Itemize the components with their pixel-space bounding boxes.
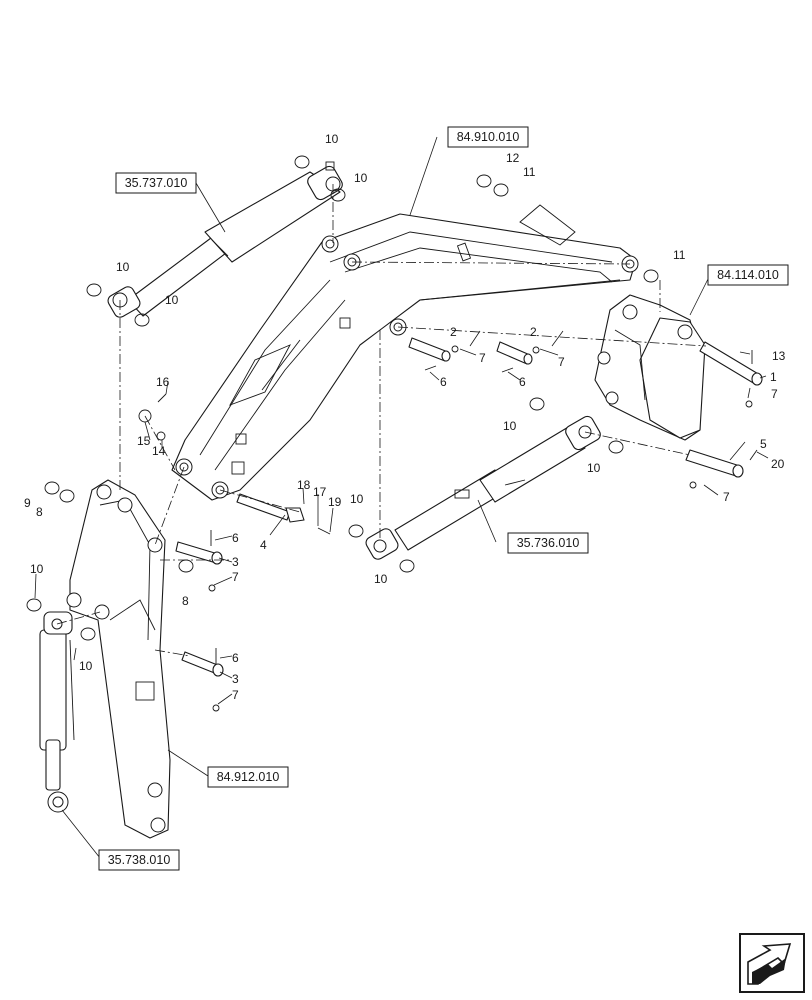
callout: 13 — [772, 349, 786, 363]
callout: 6 — [440, 375, 447, 389]
callout: 11 — [523, 165, 536, 179]
callout: 18 — [297, 478, 311, 492]
callout: 7 — [558, 355, 565, 369]
callout: 10 — [350, 492, 364, 506]
callout: 7 — [479, 351, 486, 365]
callout: 3 — [232, 555, 239, 569]
callout: 20 — [771, 457, 785, 471]
callout: 10 — [30, 562, 44, 576]
svg-text:84.114.010: 84.114.010 — [717, 268, 779, 282]
bucket-cylinder — [39, 611, 75, 813]
callout: 19 — [328, 495, 342, 509]
callout: 10 — [374, 572, 388, 586]
callout: 14 — [152, 444, 166, 458]
callout: 10 — [503, 419, 517, 433]
boom-assembly — [171, 204, 639, 501]
ref-quick-coupler[interactable]: 84.114.010 — [707, 264, 789, 286]
next-page-arrow-icon[interactable] — [739, 933, 805, 993]
pins-and-hardware — [26, 155, 763, 712]
ref-dipper-stick[interactable]: 84.912.010 — [207, 766, 289, 788]
svg-text:35.737.010: 35.737.010 — [125, 176, 188, 190]
callout: 9 — [24, 496, 31, 510]
callout: 2 — [530, 325, 537, 339]
ref-bucket-cylinder[interactable]: 35.738.010 — [98, 849, 180, 871]
arm-cylinder — [107, 161, 343, 318]
callout: 7 — [232, 570, 239, 584]
callout: 6 — [232, 651, 239, 665]
svg-text:84.910.010: 84.910.010 — [457, 130, 520, 144]
callout: 10 — [325, 132, 339, 146]
callout: 10 — [116, 260, 130, 274]
callout: 8 — [36, 505, 43, 519]
callout: 10 — [354, 171, 368, 185]
ref-boom[interactable]: 84.910.010 — [447, 126, 529, 148]
svg-text:35.738.010: 35.738.010 — [108, 853, 171, 867]
callout: 7 — [232, 688, 239, 702]
callout: 4 — [260, 538, 267, 552]
dipper-stick — [66, 479, 171, 839]
callout: 8 — [182, 594, 189, 608]
reference-boxes: 35.737.010 84.910.010 84.114.010 35.736.… — [98, 126, 789, 871]
svg-text:35.736.010: 35.736.010 — [517, 536, 580, 550]
ref-boom-cylinder[interactable]: 35.736.010 — [507, 532, 589, 554]
callout: 7 — [771, 387, 778, 401]
callout: 15 — [137, 434, 151, 448]
callout: 10 — [165, 293, 179, 307]
alignment-lines — [56, 184, 707, 657]
callout: 10 — [79, 659, 93, 673]
callout: 6 — [232, 531, 239, 545]
callout: 17 — [313, 485, 327, 499]
callout: 12 — [506, 151, 520, 165]
callout: 1 — [770, 370, 777, 384]
callout: 7 — [723, 490, 730, 504]
svg-text:84.912.010: 84.912.010 — [217, 770, 280, 784]
callout: 10 — [587, 461, 601, 475]
ref-arm-cylinder[interactable]: 35.737.010 — [115, 172, 197, 194]
callout: 16 — [156, 375, 170, 389]
callout: 5 — [760, 437, 767, 451]
boom-cylinder — [365, 415, 601, 560]
callout: 11 — [673, 248, 686, 262]
callout: 6 — [519, 375, 526, 389]
callout: 3 — [232, 672, 239, 686]
leader-lines — [34, 136, 769, 859]
quick-coupler — [594, 294, 706, 441]
callout: 2 — [450, 325, 457, 339]
callout-numbers: 10 10 10 10 12 11 11 13 1 7 5 20 7 2 2 7… — [24, 132, 786, 702]
